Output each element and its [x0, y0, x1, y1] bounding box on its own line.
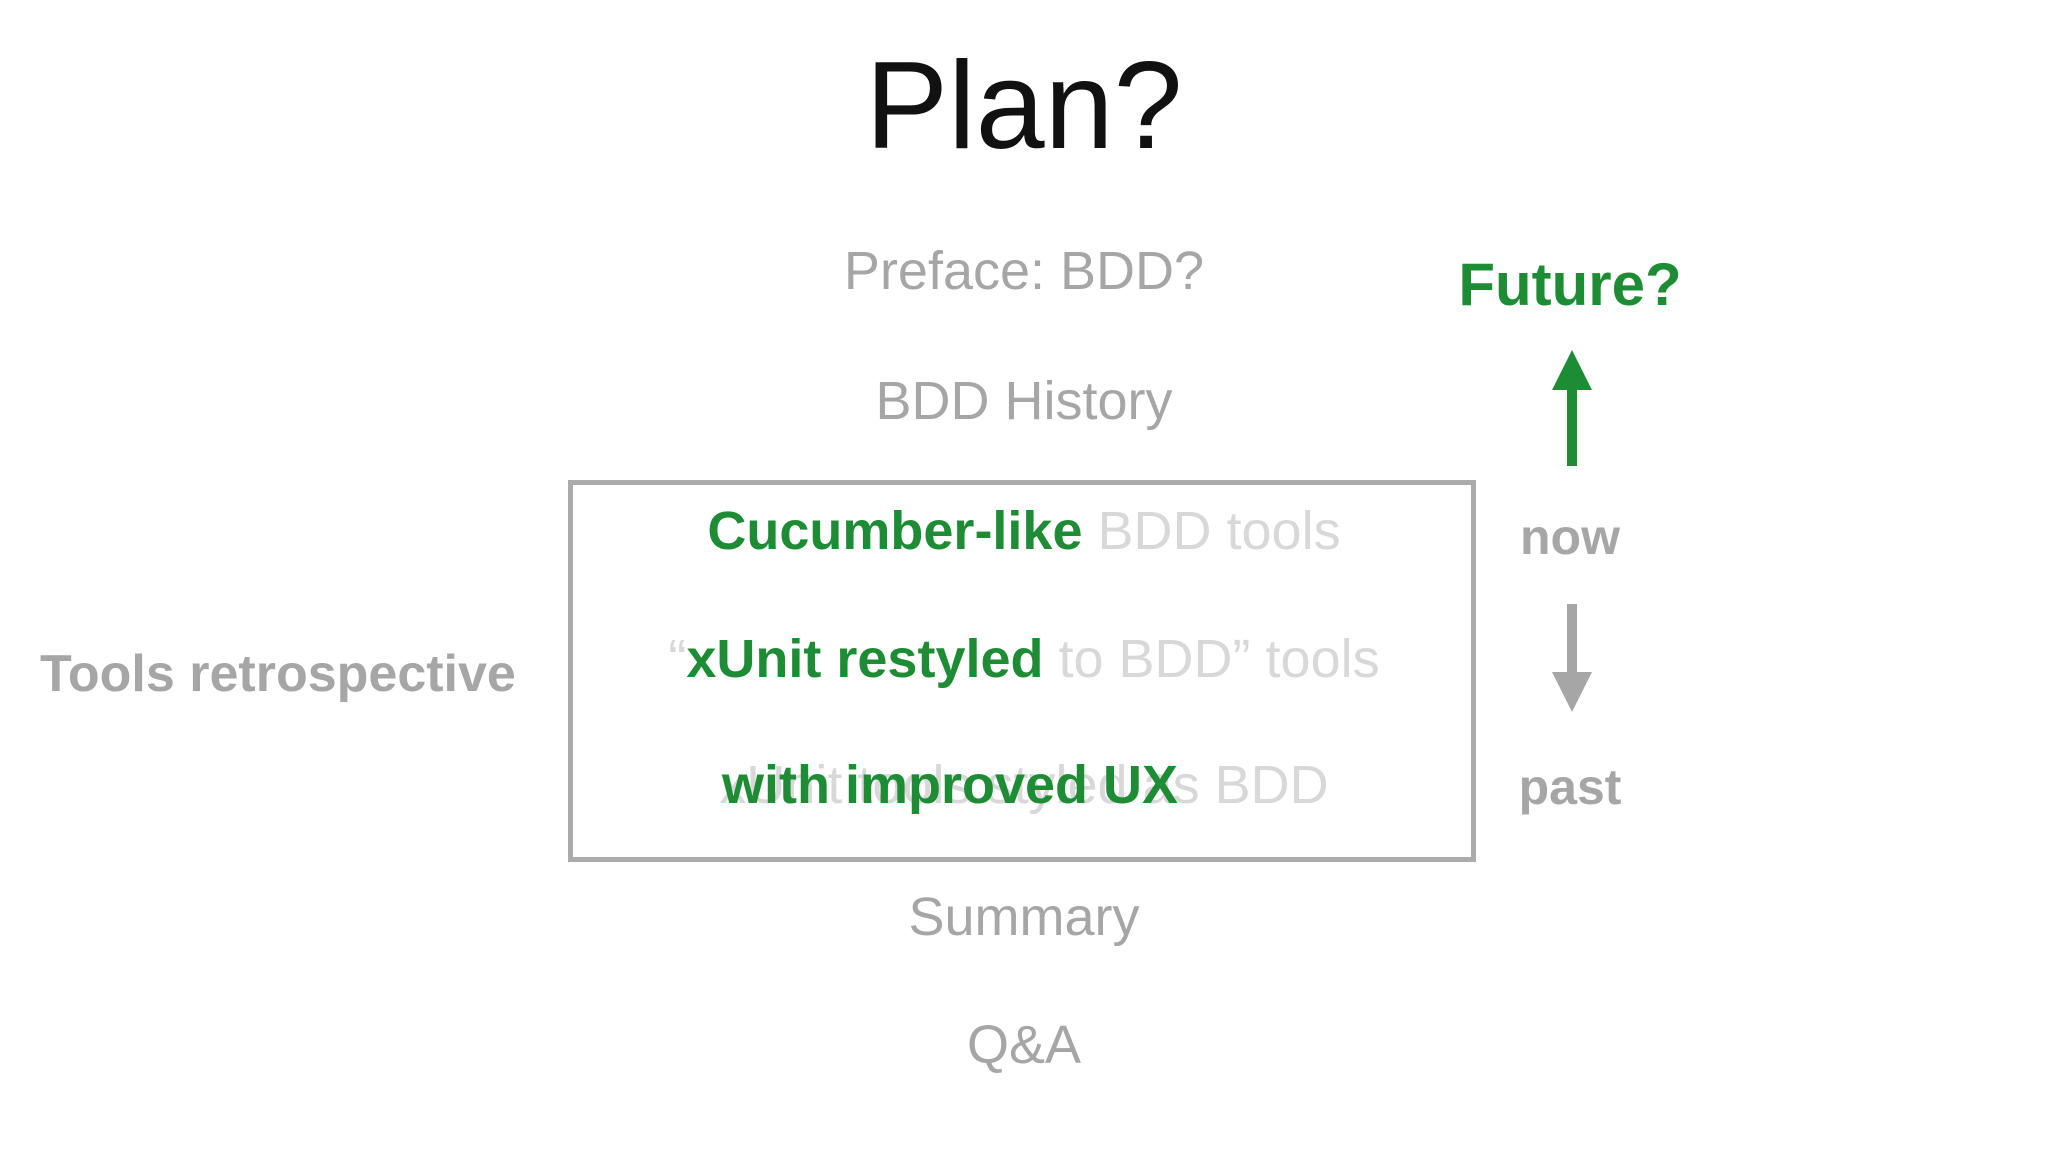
agenda-item-improved-ux: with improved UX: [722, 755, 1179, 815]
agenda-item-history: BDD History: [875, 371, 1173, 431]
arrow-down-icon: [1552, 604, 1592, 712]
timeline-future-label: Future?: [1458, 251, 1682, 318]
arrow-up-icon: [1552, 350, 1592, 466]
agenda-item-xunit-open-quote: “: [668, 629, 687, 689]
agenda-item-xunit-restyled: “xUnit restyled to BDD” tools: [0, 629, 2048, 689]
agenda-item-summary: Summary: [908, 887, 1140, 947]
agenda-item-improved-ux-highlight: with improved UX: [722, 755, 1179, 815]
agenda-item-qa: Q&A: [966, 1015, 1082, 1075]
agenda-item-xunit-rest: to BDD” tools: [1043, 629, 1380, 689]
slide-title: Plan?: [865, 37, 1183, 175]
agenda-item-xunit-highlight: xUnit restyled: [686, 629, 1044, 689]
agenda-item-cucumber-rest: BDD tools: [1082, 501, 1341, 561]
timeline-now-label: now: [1520, 509, 1620, 565]
tools-highlight-frame: [568, 480, 1476, 862]
agenda-item-cucumber-like: Cucumber-like BDD tools: [0, 501, 2048, 561]
timeline-past-label: past: [1518, 759, 1622, 815]
agenda-item-xunit-styled-faded: xUnit tools styled as BDD: [719, 755, 1329, 815]
agenda-item-cucumber-highlight: Cucumber-like: [707, 501, 1083, 561]
agenda-item-preface: Preface: BDD?: [843, 241, 1205, 301]
tools-retrospective-label: Tools retrospective: [40, 645, 516, 703]
